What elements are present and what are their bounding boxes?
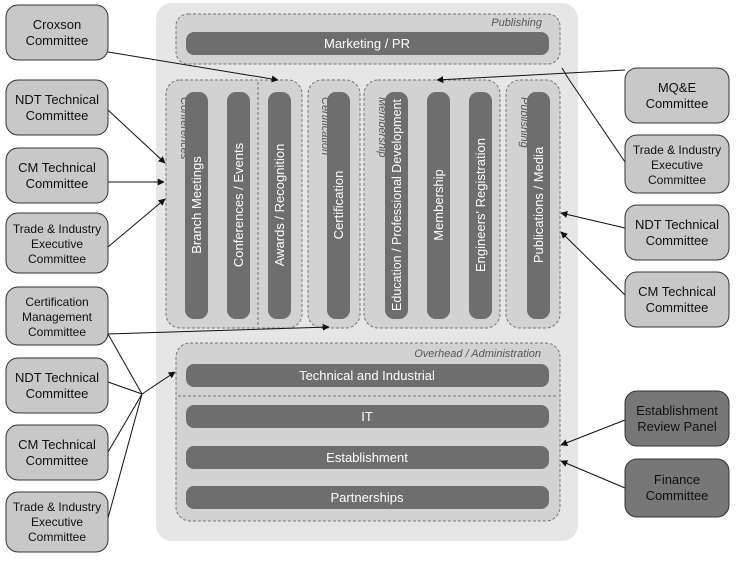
committee-cm-right-line-2: Committee xyxy=(646,300,709,315)
line-cm-left-bottom-to-junction xyxy=(107,393,143,453)
committee-cm-left-bottom-line-2: Committee xyxy=(26,453,89,468)
arrow-cert-mgmt xyxy=(107,323,330,335)
committee-ndt-right-line-2: Committee xyxy=(646,233,709,248)
committee-finance-line-2: Committee xyxy=(646,488,709,503)
arrow-junction-to-overhead xyxy=(141,371,176,395)
committee-ndt-left-top-line-1: NDT Technical xyxy=(15,92,99,107)
committee-finance: Finance Committee xyxy=(624,458,730,518)
committee-ndt-left-top: NDT Technical Committee xyxy=(5,79,109,136)
arrow-ndt-left-top xyxy=(107,109,166,164)
committee-mqe: MQ&E Committee xyxy=(624,67,730,124)
committee-ti-left-bottom-line-2: Executive xyxy=(31,515,83,529)
line-ti-right xyxy=(567,77,626,163)
engineers-registration-label: Engineers' Registration xyxy=(473,138,488,272)
committee-ti-right-line-2: Executive xyxy=(651,158,703,172)
committee-mqe-line-2: Committee xyxy=(646,96,709,111)
conferences-events-label: Conferences / Events xyxy=(231,142,246,267)
marketing-label: Marketing / PR xyxy=(324,36,410,51)
conferences-events-bar xyxy=(227,92,250,319)
awards-bar xyxy=(268,92,291,319)
arrow-ndt-right xyxy=(560,211,626,229)
arrow-mqe xyxy=(436,69,626,84)
branch-meetings-bar xyxy=(185,92,208,319)
committee-ndt-left-top-line-2: Committee xyxy=(26,108,89,123)
committee-cm-left-top: CM Technical Committee xyxy=(5,147,109,204)
committee-ndt-right-line-1: NDT Technical xyxy=(635,217,719,232)
education-label: Education / Professional Development xyxy=(390,99,404,311)
overhead-group xyxy=(175,342,561,522)
committee-ti-right: Trade & Industry Executive Committee xyxy=(624,134,730,194)
committee-ndt-left-bottom-line-1: NDT Technical xyxy=(15,370,99,385)
it-bar xyxy=(186,405,549,428)
committee-ndt-left-bottom-line-2: Committee xyxy=(26,386,89,401)
committee-finance-line-1: Finance xyxy=(654,472,700,487)
it-label: IT xyxy=(361,409,373,424)
committee-ti-left-top-line-1: Trade & Industry xyxy=(13,222,101,236)
education-bar xyxy=(385,92,408,319)
committee-ti-left-bottom-line-1: Trade & Industry xyxy=(13,500,101,514)
technical-industrial-bar xyxy=(186,364,549,387)
committee-cm-left-top-line-1: CM Technical xyxy=(18,160,96,175)
committee-cert-mgmt-line-2: Management xyxy=(22,310,93,324)
connectors xyxy=(107,51,626,519)
committee-erp-line-2: Review Panel xyxy=(637,419,717,434)
arrow-erp xyxy=(560,419,626,446)
certification-bar xyxy=(327,92,350,319)
publications-label: Publications / Media xyxy=(531,146,546,263)
overhead-label: Overhead / Administration xyxy=(414,348,541,360)
committee-mqe-line-1: MQ&E xyxy=(658,80,697,95)
left-committees: Croxson Committee NDT Technical Committe… xyxy=(5,4,109,553)
committee-ti-right-line-1: Trade & Industry xyxy=(633,143,721,157)
committee-ti-left-bottom-line-3: Committee xyxy=(28,530,86,544)
committee-erp-line-1: Establishment xyxy=(636,403,718,418)
committee-croxson-line-1: Croxson xyxy=(33,17,81,32)
committee-ti-right-line-3: Committee xyxy=(648,173,706,187)
committee-cert-mgmt-line-1: Certification xyxy=(25,295,88,309)
committee-cm-right: CM Technical Committee xyxy=(624,271,730,328)
line-ti-right-top xyxy=(561,67,569,79)
arrow-finance xyxy=(560,460,626,489)
certification-bar-label: Certification xyxy=(331,171,346,240)
committee-ndt-left-bottom: NDT Technical Committee xyxy=(5,357,109,414)
establishment-bar xyxy=(186,446,549,469)
line-cert-mgmt-to-junction xyxy=(107,333,143,395)
committee-cm-left-bottom: CM Technical Committee xyxy=(5,424,109,481)
committee-ti-left-top-line-2: Executive xyxy=(31,237,83,251)
right-committees: MQ&E Committee Trade & Industry Executiv… xyxy=(624,67,730,518)
partnerships-label: Partnerships xyxy=(331,490,404,505)
membership-bar xyxy=(427,92,450,319)
technical-industrial-label: Technical and Industrial xyxy=(299,368,435,383)
committee-croxson: Croxson Committee xyxy=(5,4,109,61)
committee-ndt-right: NDT Technical Committee xyxy=(624,204,730,261)
line-ndt-left-bottom-to-junction xyxy=(107,381,143,395)
arrow-croxson xyxy=(107,51,279,83)
committee-ti-left-top: Trade & Industry Executive Committee xyxy=(5,212,109,274)
committee-cm-right-line-1: CM Technical xyxy=(638,284,716,299)
publications-bar xyxy=(527,92,550,319)
engineers-registration-bar xyxy=(469,92,492,319)
arrow-cm-right xyxy=(560,231,626,296)
arrow-ti-left-top xyxy=(107,198,166,248)
branch-meetings-label: Branch Meetings xyxy=(189,156,204,254)
committee-cm-left-bottom-line-1: CM Technical xyxy=(18,437,96,452)
publishing-top-label: Publishing xyxy=(491,17,543,29)
establishment-label: Establishment xyxy=(326,450,408,465)
committee-cert-mgmt: Certification Management Committee xyxy=(5,286,109,346)
partnerships-bar xyxy=(186,486,549,509)
committee-erp: Establishment Review Panel xyxy=(624,390,730,447)
line-ti-left-bottom-to-junction xyxy=(107,393,143,519)
committee-ti-left-top-line-3: Committee xyxy=(28,252,86,266)
committee-cert-mgmt-line-3: Committee xyxy=(28,325,86,339)
membership-bar-label: Membership xyxy=(431,169,446,241)
awards-label: Awards / Recognition xyxy=(272,144,287,267)
committee-ti-left-bottom: Trade & Industry Executive Committee xyxy=(5,491,109,553)
marketing-bar xyxy=(186,32,549,55)
committee-croxson-line-2: Committee xyxy=(26,33,89,48)
committee-cm-left-top-line-2: Committee xyxy=(26,176,89,191)
